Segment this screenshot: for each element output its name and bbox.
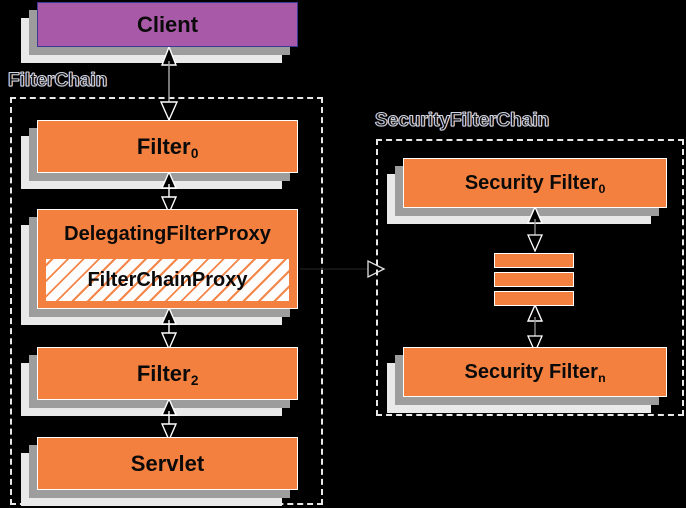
- group-box-securityfilterchain: [376, 139, 684, 416]
- node-security-filter-n[interactable]: Security Filtern: [387, 347, 667, 413]
- ellipsis-bar-1: [494, 253, 574, 268]
- connector-filterchainproxy-securityfilterchain: [300, 258, 386, 280]
- node-filter-chain-proxy[interactable]: FilterChainProxy: [44, 257, 291, 303]
- node-security-filter-n-label: Security Filtern: [464, 361, 606, 386]
- connector-ellipsis-securityfiltern: [525, 305, 545, 353]
- node-filter-0[interactable]: Filter0: [21, 120, 298, 189]
- node-filter-chain-proxy-label: FilterChainProxy: [87, 269, 248, 291]
- node-delegating-filter-proxy[interactable]: DelegatingFilterProxy FilterChainProxy: [21, 209, 298, 325]
- node-security-filter-0[interactable]: Security Filter0: [387, 158, 667, 224]
- node-filter-2[interactable]: Filter2: [21, 347, 298, 416]
- connector-filter0-delegatingfilterproxy: [159, 172, 179, 214]
- group-label-securityfilterchain: SecurityFilterChain: [375, 110, 550, 132]
- node-filter-0-label: Filter0: [136, 133, 199, 162]
- node-filter-2-label: Filter2: [136, 360, 199, 389]
- node-servlet-label: Servlet: [130, 450, 205, 476]
- ellipsis-bar-3: [494, 291, 574, 306]
- ellipsis-bar-2: [494, 272, 574, 287]
- node-servlet[interactable]: Servlet: [21, 437, 298, 506]
- node-client[interactable]: Client: [21, 2, 298, 63]
- group-label-filterchain: FilterChain: [8, 70, 108, 92]
- connector-client-filter0: [159, 47, 179, 121]
- connector-securityfilter0-ellipsis: [525, 207, 545, 252]
- connector-delegatingfilterproxy-filter2: [159, 308, 179, 350]
- connector-filter2-servlet: [159, 399, 179, 441]
- node-security-filter-0-label: Security Filter0: [464, 172, 606, 197]
- node-delegating-filter-proxy-label: DelegatingFilterProxy: [64, 223, 271, 245]
- node-client-label: Client: [136, 11, 199, 37]
